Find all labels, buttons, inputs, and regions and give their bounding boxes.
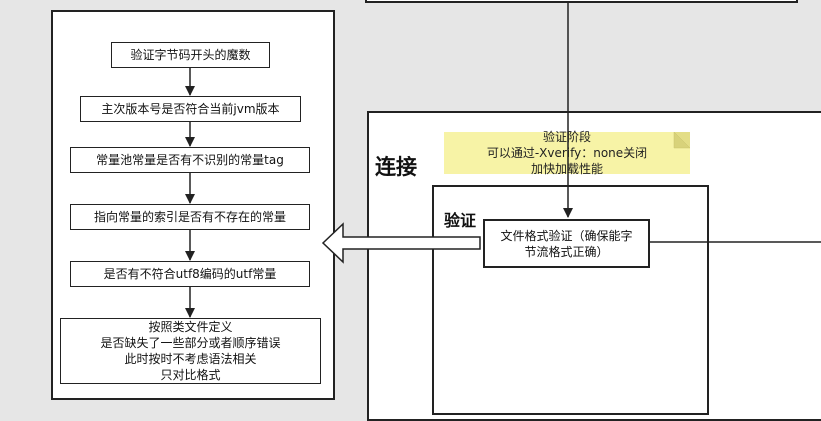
- step-magic-number-text: 验证字节码开头的魔数: [130, 48, 251, 62]
- step-magic-number[interactable]: 验证字节码开头的魔数: [111, 42, 270, 68]
- verify-phase-label: 验证: [444, 211, 477, 230]
- step-format-check-text: 按照类文件定义 是否缺失了一些部分或者顺序错误 此时按时不考虑语法相关 只对比格…: [100, 320, 281, 382]
- step-constant-tag-text: 常量池常量是否有不识别的常量tag: [96, 153, 284, 167]
- file-format-verify-text: 文件格式验证（确保能字 节流格式正确）: [500, 228, 633, 259]
- step-constant-index-text: 指向常量的索引是否有不存在的常量: [93, 210, 286, 224]
- step-utf8-check-text: 是否有不符合utf8编码的utf常量: [103, 267, 277, 281]
- file-format-verify-box[interactable]: 文件格式验证（确保能字 节流格式正确）: [483, 219, 650, 268]
- step-version-check[interactable]: 主次版本号是否符合当前jvm版本: [80, 96, 301, 122]
- top-partial-box: [365, 0, 798, 3]
- verify-stage-note: 验证阶段 可以通过-Xverify：none关闭 加快加载性能: [444, 130, 690, 176]
- verify-stage-note-text: 验证阶段 可以通过-Xverify：none关闭 加快加载性能: [486, 130, 648, 176]
- step-version-check-text: 主次版本号是否符合当前jvm版本: [101, 102, 280, 116]
- step-format-check[interactable]: 按照类文件定义 是否缺失了一些部分或者顺序错误 此时按时不考虑语法相关 只对比格…: [60, 318, 321, 384]
- step-utf8-check[interactable]: 是否有不符合utf8编码的utf常量: [70, 261, 310, 287]
- connect-phase-label: 连接: [375, 155, 417, 179]
- step-constant-index[interactable]: 指向常量的索引是否有不存在的常量: [70, 204, 310, 230]
- step-constant-tag[interactable]: 常量池常量是否有不识别的常量tag: [70, 147, 310, 173]
